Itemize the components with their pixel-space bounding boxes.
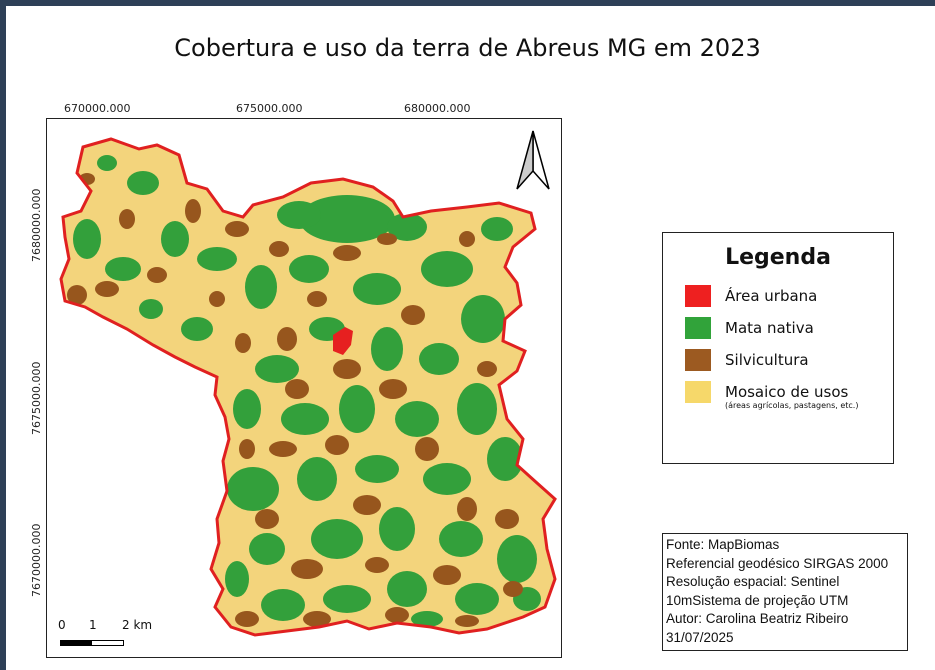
legend-title: Legenda	[725, 245, 831, 270]
frame-top-border	[0, 0, 935, 6]
y-tick-label: 7670000.000	[30, 523, 43, 597]
scale-label: 0	[58, 618, 66, 632]
x-tick-label: 675000.000	[236, 102, 303, 115]
scale-bar: 0 1 2 km	[58, 618, 178, 648]
legend-swatch	[685, 317, 711, 339]
legend-swatch	[685, 349, 711, 371]
info-line: Resolução espacial: Sentinel	[666, 574, 840, 589]
land-cover-map	[59, 130, 557, 637]
info-line: Autor: Carolina Beatriz Ribeiro	[666, 611, 849, 626]
legend-note: (áreas agrícolas, pastagens, etc.)	[725, 401, 859, 410]
legend-label: Mata nativa	[725, 319, 814, 337]
land-cover-patches	[61, 139, 555, 635]
x-tick-label: 670000.000	[64, 102, 131, 115]
metadata-box: Fonte: MapBiomas Referencial geodésico S…	[662, 533, 908, 651]
north-arrow-icon	[516, 130, 550, 190]
legend-label: Silvicultura	[725, 351, 809, 369]
legend-swatch	[685, 381, 711, 403]
y-tick-label: 7675000.000	[30, 361, 43, 435]
legend-label: Área urbana	[725, 287, 818, 305]
map-title: Cobertura e uso da terra de Abreus MG em…	[174, 34, 761, 62]
info-line: 31/07/2025	[666, 629, 734, 645]
scale-bar-graphic	[60, 640, 124, 646]
map-frame[interactable]	[46, 118, 562, 658]
scale-label: 1	[89, 618, 97, 632]
legend-box: Legenda Área urbana Mata nativa Silvicul…	[662, 232, 894, 464]
y-tick-label: 7680000.000	[30, 188, 43, 262]
scale-label: 2 km	[122, 618, 153, 632]
info-line: Referencial geodésico SIRGAS 2000	[666, 555, 889, 571]
legend-label: Mosaico de usos	[725, 383, 849, 401]
x-tick-label: 680000.000	[404, 102, 471, 115]
legend-swatch	[685, 285, 711, 307]
info-line: Fonte: MapBiomas	[666, 537, 780, 552]
frame-left-border	[0, 0, 6, 670]
info-line: 10mSistema de projeção UTM	[666, 592, 849, 608]
